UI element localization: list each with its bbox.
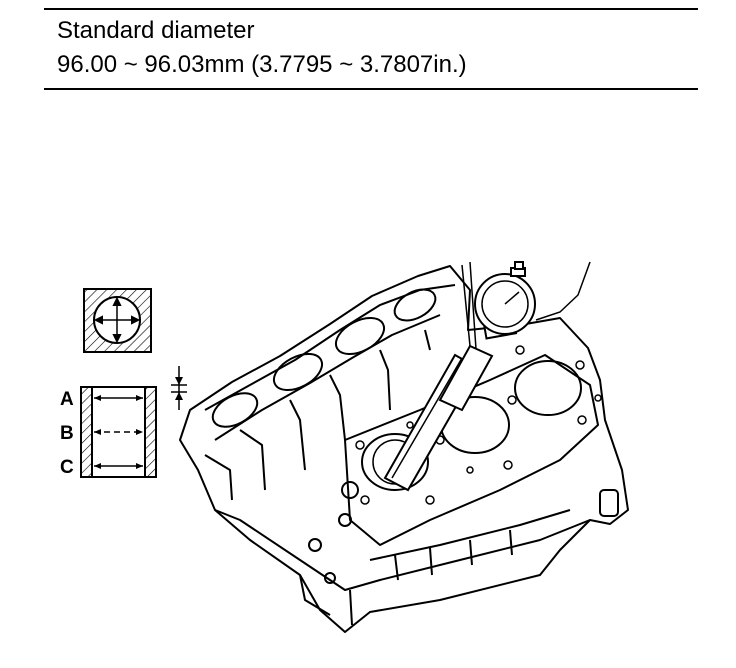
bore-gauge [383, 261, 536, 492]
level-label-c: C [60, 457, 74, 478]
bore-top-view [83, 288, 152, 353]
spec-value: 96.00 ~ 96.03mm (3.7795 ~ 3.7807in.) [57, 51, 467, 78]
level-label-b: B [60, 423, 74, 444]
bottom-rule [44, 88, 698, 90]
offset-arrow [171, 366, 187, 410]
spec-title: Standard diameter [57, 17, 255, 44]
hand-outline [535, 261, 591, 321]
level-label-a: A [60, 389, 74, 410]
bore-side-section [80, 386, 157, 478]
top-rule [44, 8, 698, 10]
engine-block [179, 265, 629, 633]
